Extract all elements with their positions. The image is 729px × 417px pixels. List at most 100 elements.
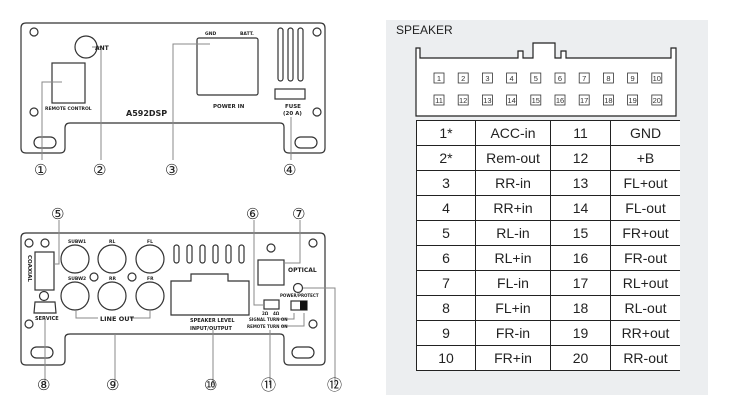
pin-box xyxy=(651,94,663,106)
pin-box xyxy=(578,94,590,106)
pin-box xyxy=(457,72,469,84)
line-out-label-bg xyxy=(98,314,130,322)
amplifier-panels-diagram: ANT REMOTE CONTROL GND BATT. POWER IN FU… xyxy=(20,22,342,394)
callout-2: ② xyxy=(93,161,106,179)
pin-number-cell: 10 xyxy=(416,345,476,371)
pin-box xyxy=(530,72,542,84)
front-panel-outline xyxy=(20,22,326,154)
pin-number: 14 xyxy=(507,96,515,105)
pin-number: 17 xyxy=(580,96,588,105)
vent-slot xyxy=(238,244,245,264)
callout-12: ⑫ xyxy=(327,376,342,394)
vent-slot xyxy=(173,244,180,264)
pin-number-cell: 5 xyxy=(416,220,476,246)
pin-number-cell: 12 xyxy=(550,145,611,171)
pin-number: 10 xyxy=(653,74,661,83)
batt-label: BATT. xyxy=(240,31,254,37)
rca-rr xyxy=(97,281,127,311)
pin-box xyxy=(554,94,566,106)
callout-11: ⑪ xyxy=(261,376,276,394)
pin-function-cell: FR-out xyxy=(610,245,680,271)
pin-function-cell: RL+out xyxy=(610,270,680,296)
mount-hole xyxy=(29,27,39,37)
power-in-terminal xyxy=(196,37,259,96)
mount-hole xyxy=(40,238,50,248)
model-label: A592DSP xyxy=(126,109,167,118)
pin-number-cell: 7 xyxy=(416,270,476,296)
pin-box xyxy=(602,72,614,84)
vent-slot xyxy=(199,244,206,264)
remote-control-label: REMOTE CONTROL xyxy=(45,106,92,112)
fuse-label: FUSE xyxy=(285,104,301,110)
rca-subw2 xyxy=(60,281,90,311)
remote-turn-on-label: REMOTE TURN ON xyxy=(247,324,288,329)
impedance-switch[interactable] xyxy=(263,299,280,310)
pin-function-cell: RL+in xyxy=(475,245,551,271)
mount-slot xyxy=(294,136,318,149)
mount-slot xyxy=(30,346,54,359)
pin-number: 18 xyxy=(604,96,612,105)
input-output-label: INPUT/OUTPUT xyxy=(190,326,232,332)
pin-number: 4 xyxy=(510,74,514,83)
callout-7: ⑦ xyxy=(292,205,305,223)
pin-number-cell: 13 xyxy=(550,170,611,196)
pin-number-cell: 18 xyxy=(550,295,611,321)
mount-hole xyxy=(312,27,322,37)
power-in-label: POWER IN xyxy=(213,104,245,110)
pin-number-cell: 16 xyxy=(550,245,611,271)
pin-number-cell: 17 xyxy=(550,270,611,296)
pin-box xyxy=(530,94,542,106)
rca-subw1 xyxy=(60,244,90,274)
pin-box xyxy=(602,94,614,106)
pin-box xyxy=(627,94,639,106)
pin-function-cell: FR+in xyxy=(475,345,551,371)
pin-number: 8 xyxy=(606,74,610,83)
mount-hole xyxy=(308,319,318,329)
fl-label: FL xyxy=(147,239,153,245)
line-out-label: LINE OUT xyxy=(100,315,135,323)
fuse-holder xyxy=(274,88,306,100)
pin-number-cell: 19 xyxy=(550,320,611,346)
subw2-label: SUBW2 xyxy=(68,276,86,282)
subw1-label: SUBW1 xyxy=(68,239,86,245)
pin-number-cell: 3 xyxy=(416,170,476,196)
pin-number-cell: 15 xyxy=(550,220,611,246)
speaker-level-label: SPEAKER LEVEL xyxy=(190,318,235,324)
callout-8: ⑧ xyxy=(37,376,50,394)
pin-number: 13 xyxy=(483,96,491,105)
pin-number: 16 xyxy=(556,96,564,105)
pin-function-cell: +B xyxy=(610,145,680,171)
vent-slot xyxy=(186,244,193,264)
pin-number-cell: 2* xyxy=(416,145,476,171)
rca-rl xyxy=(97,244,127,274)
pin-number: 9 xyxy=(631,74,635,83)
vent-slot xyxy=(297,27,304,82)
mount-slot xyxy=(33,136,57,149)
vent-slot xyxy=(212,244,219,264)
speaker-title: SPEAKER xyxy=(396,23,453,37)
callout-1: ① xyxy=(34,161,47,179)
rca-fr xyxy=(135,281,165,311)
coaxial-label: COAXIAL xyxy=(26,255,32,282)
pin-number: 3 xyxy=(485,74,489,83)
mount-hole xyxy=(308,238,318,248)
pin-box xyxy=(506,94,517,106)
pin-number: 1 xyxy=(437,74,441,83)
pin-number-cell: 6 xyxy=(416,245,476,271)
service-port xyxy=(33,301,57,314)
mount-slot xyxy=(291,346,315,359)
speaker-level-connector xyxy=(170,273,250,316)
pin-number-cell: 1* xyxy=(416,120,476,146)
pin-number-cell: 4 xyxy=(416,195,476,221)
pin-number: 6 xyxy=(558,74,562,83)
pin-box xyxy=(433,94,445,106)
fuse-rating-label: (20 A) xyxy=(283,111,302,117)
mount-hole xyxy=(312,107,322,117)
